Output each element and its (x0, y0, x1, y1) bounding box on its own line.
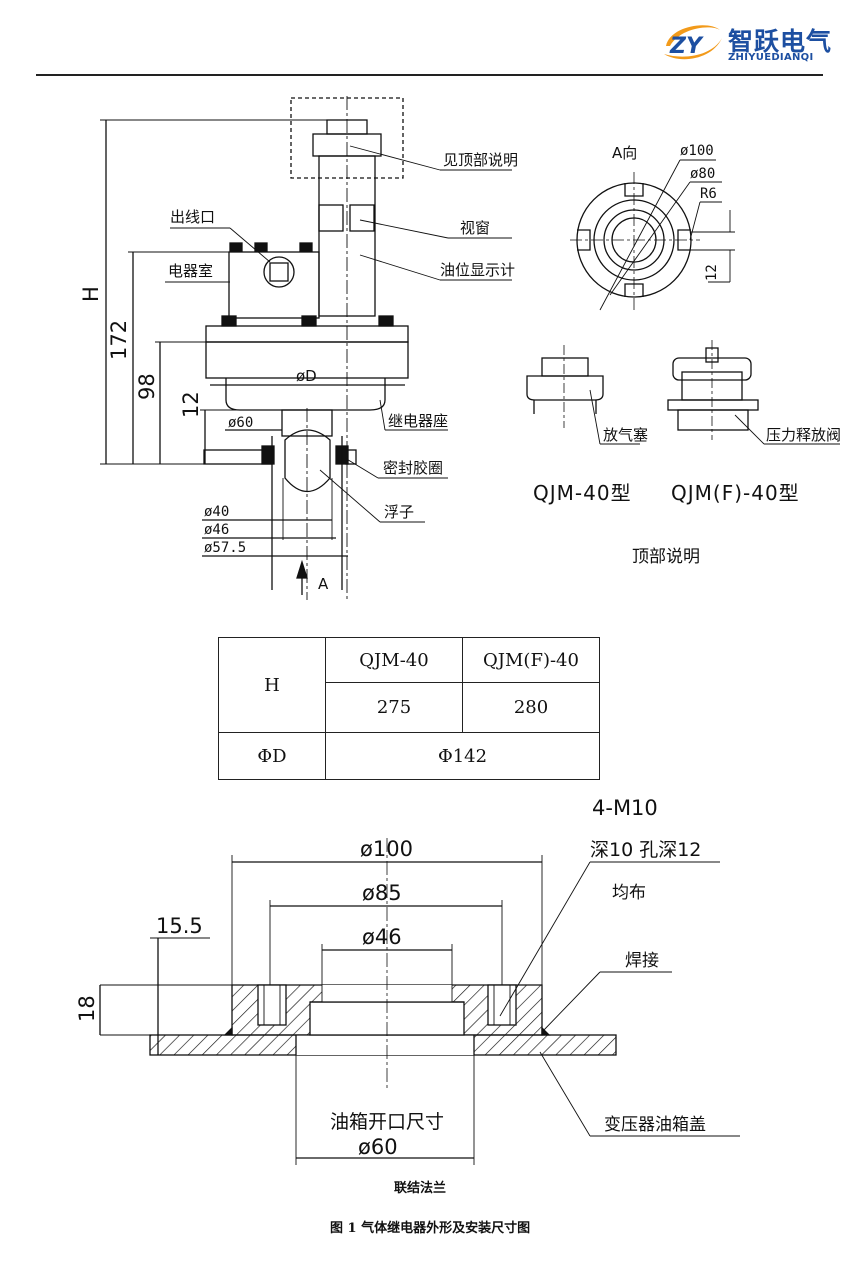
label-float: 浮子 (384, 503, 414, 521)
dim-98: 98 (135, 373, 159, 400)
table-h-label: H (218, 637, 326, 733)
flange-dim-15-5: 15.5 (156, 914, 203, 938)
label-relay-base: 继电器座 (388, 412, 448, 430)
flange-tank-cover: 变压器油箱盖 (604, 1115, 706, 1135)
label-see-top: 见顶部说明 (443, 151, 518, 169)
a-view-dim-100: ø100 (680, 143, 714, 159)
flange-labels: 4-M10 深10 孔深12 均布 焊接 ø100 ø85 ø46 15.5 1… (75, 796, 706, 1196)
label-electric-room: 电器室 (168, 262, 213, 280)
flange-diagram (99, 838, 740, 1165)
table-d-label: ΦD (218, 732, 326, 780)
label-relief-valve: 压力释放阀 (766, 426, 841, 444)
model-qjmf-40: QJM(F)-40型 (671, 481, 800, 505)
table-col-qjm40: QJM-40 (325, 636, 463, 684)
flange-even: 均布 (612, 883, 646, 903)
dim-phi-D: øD (296, 367, 317, 385)
flange-opening-value: ø60 (358, 1135, 398, 1159)
table-d-value: Φ142 (325, 732, 600, 780)
dimension-table: H QJM-40 QJM(F)-40 275 280 ΦD Φ142 (218, 636, 600, 780)
dim-46: ø46 (204, 522, 229, 538)
flange-weld: 焊接 (625, 951, 659, 971)
dim-57-5: ø57.5 (204, 540, 246, 556)
relay-outline-labels: 见顶部说明 出线口 视窗 电器室 油位显示计 继电器座 密封胶圈 浮子 H 17… (79, 143, 841, 593)
dim-172: 172 (107, 320, 131, 360)
view-A-label: A (318, 575, 329, 593)
zy-logo-icon: ZY (664, 25, 722, 60)
a-view-title: A向 (612, 144, 637, 162)
relay-outline-diagram (100, 96, 840, 600)
brand-name-en: ZHIYUEDIANQI (728, 52, 814, 63)
logo-mark-text: ZY (669, 34, 704, 59)
flange-dim-85: ø85 (362, 881, 402, 905)
a-view-dim-r6: R6 (700, 186, 717, 202)
flange-depth: 深10 孔深12 (590, 839, 701, 861)
flange-opening-label: 油箱开口尺寸 (330, 1111, 444, 1133)
flange-holes: 4-M10 (592, 796, 658, 820)
table-h-qjmf40: 280 (462, 682, 600, 733)
a-view-dim-80: ø80 (690, 166, 715, 182)
label-outlet: 出线口 (170, 208, 215, 226)
a-view-dim-12: 12 (704, 264, 720, 281)
label-oil-indicator: 油位显示计 (440, 261, 515, 279)
flange-dim-46: ø46 (362, 925, 402, 949)
table-col-qjmf40: QJM(F)-40 (462, 636, 600, 684)
dim-12: 12 (179, 391, 203, 418)
figure-caption: 图 1 气体继电器外形及安装尺寸图 (330, 1221, 531, 1236)
brand-name-cn: 智跃电气 (728, 27, 833, 56)
label-window: 视窗 (460, 219, 490, 237)
table-h-qjm40: 275 (325, 682, 463, 733)
flange-caption: 联结法兰 (394, 1180, 446, 1196)
flange-dim-18: 18 (75, 995, 99, 1022)
label-seal-ring: 密封胶圈 (383, 459, 443, 477)
header-divider (36, 74, 823, 76)
flange-dim-100: ø100 (360, 837, 413, 861)
label-vent-plug: 放气塞 (603, 426, 648, 444)
top-detail-title: 顶部说明 (632, 547, 700, 567)
dim-40: ø40 (204, 504, 229, 520)
dim-H: H (79, 286, 103, 302)
dim-60: ø60 (228, 415, 253, 431)
model-qjm-40: QJM-40型 (533, 481, 632, 505)
